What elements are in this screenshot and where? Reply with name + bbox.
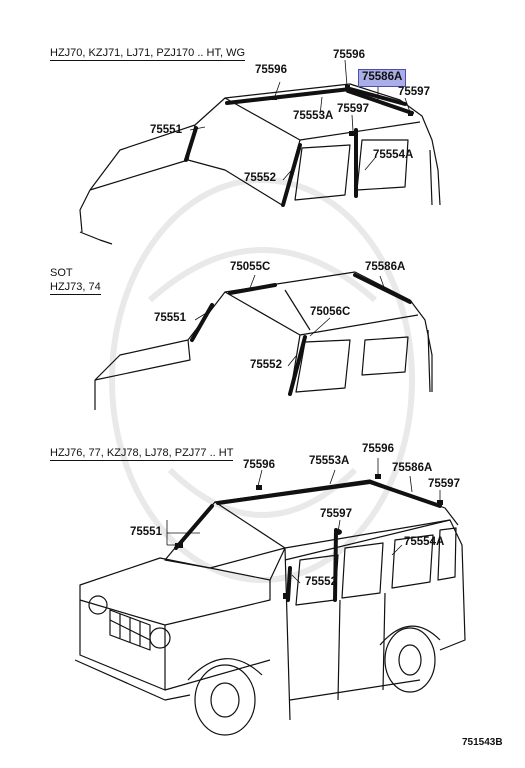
leader-lines-2 <box>194 274 386 367</box>
callout-75553A[interactable]: 75553A <box>309 455 350 467</box>
vehicle-top-2 <box>94 271 433 410</box>
callout-75056C[interactable]: 75056C <box>310 306 351 318</box>
leader-lines-1 <box>189 59 411 181</box>
vehicle-top-1 <box>79 83 441 245</box>
callout-75596[interactable]: 75596 <box>362 443 394 455</box>
callout-75055C[interactable]: 75055C <box>230 261 271 273</box>
callout-75597[interactable]: 75597 <box>320 508 352 520</box>
section-1-label: HZJ70, KZJ71, LJ71, PZJ170 .. HT, WG <box>50 47 246 61</box>
section-2-label-line1: SOT <box>50 267 73 279</box>
callout-75553A[interactable]: 75553A <box>293 110 334 122</box>
callout-75586A-highlighted[interactable]: 75586A <box>358 69 407 87</box>
callout-75597[interactable]: 75597 <box>337 103 369 115</box>
small-clips-1 <box>270 85 413 136</box>
section-3-label: HZJ76, 77, KZJ78, LJ78, PZJ77 .. HT <box>50 447 234 461</box>
callout-75552[interactable]: 75552 <box>250 359 282 371</box>
callout-75552[interactable]: 75552 <box>244 172 276 184</box>
callout-75597[interactable]: 75597 <box>428 478 460 490</box>
molding-strips-2 <box>190 273 412 396</box>
molding-strips-3 <box>174 480 442 602</box>
callout-75586A[interactable]: 75586A <box>392 462 433 474</box>
section-2-label-line2: HZJ73, 74 <box>50 281 101 295</box>
callout-75551[interactable]: 75551 <box>150 124 182 136</box>
vehicle-bottom <box>74 479 466 736</box>
figure-id: 751543B <box>462 737 503 748</box>
callout-75551[interactable]: 75551 <box>154 312 186 324</box>
callout-75554A[interactable]: 75554A <box>404 536 445 548</box>
callout-75552[interactable]: 75552 <box>305 576 337 588</box>
watermark <box>109 177 415 583</box>
small-clips-3 <box>175 474 443 599</box>
callout-75551[interactable]: 75551 <box>130 526 162 538</box>
callout-75596[interactable]: 75596 <box>255 64 287 76</box>
callout-75554A[interactable]: 75554A <box>373 149 414 161</box>
callout-75596[interactable]: 75596 <box>243 459 275 471</box>
callout-75586A[interactable]: 75586A <box>365 261 406 273</box>
callout-75597[interactable]: 75597 <box>398 86 430 98</box>
callout-75596[interactable]: 75596 <box>333 49 365 61</box>
